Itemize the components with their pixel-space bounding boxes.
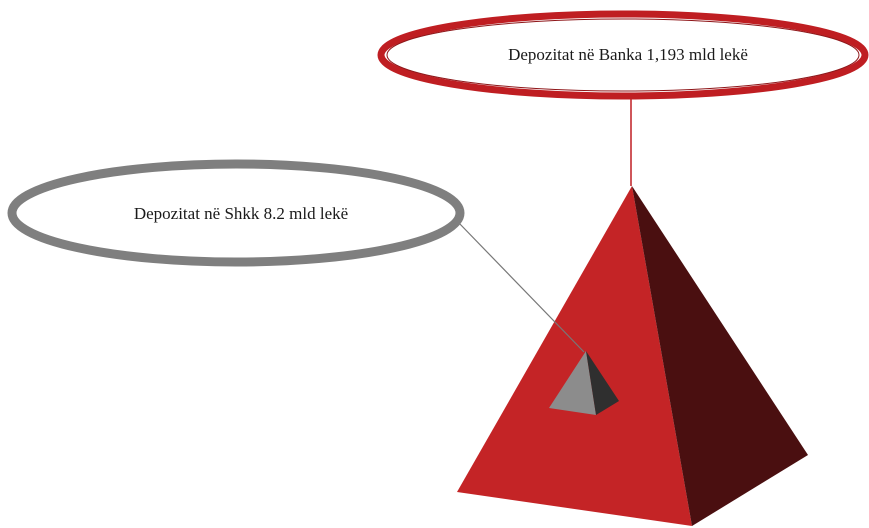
shkk-pyramid [549,351,619,415]
shkk-callout-ellipse [7,159,465,267]
shkk-deposits-label: Depozitat në Shkk 8.2 mld lekë [134,204,348,223]
bank-pyramid-front-face [457,186,692,526]
bank-pyramid [457,186,808,526]
bank-callout-inner-ring [386,18,860,92]
shkk-callout: Depozitat në Shkk 8.2 mld lekë [7,159,465,267]
bank-pyramid-side-face [632,186,808,526]
bank-callout: Depozitat në Banka 1,193 mld lekë [377,10,869,100]
bank-callout-ellipse [377,10,869,100]
shkk-pyramid-front-face [549,351,596,415]
shkk-leader-line [457,221,585,353]
bank-deposits-label: Depozitat në Banka 1,193 mld lekë [508,45,748,64]
shkk-pyramid-side-face [586,351,619,415]
